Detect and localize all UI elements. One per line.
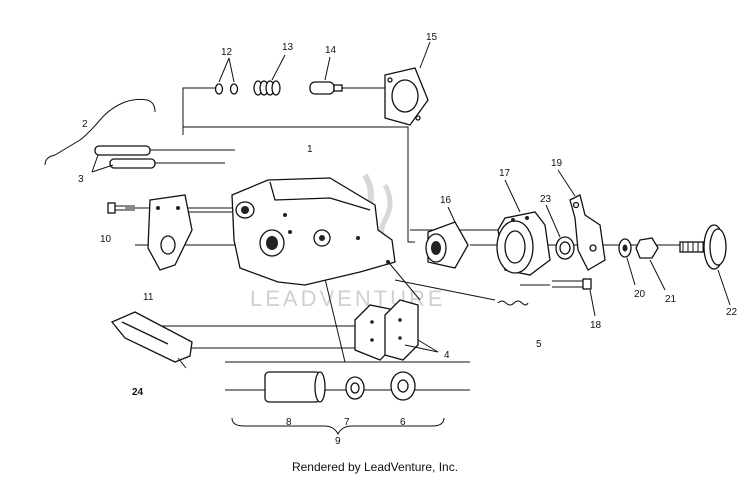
callout-9: 9 xyxy=(335,436,341,447)
callout-2: 2 xyxy=(82,119,88,130)
cam-housing-part-17 xyxy=(496,179,551,276)
washer-part-7 xyxy=(345,376,365,400)
callout-8: 8 xyxy=(286,417,292,428)
callout-6: 6 xyxy=(400,417,406,428)
callout-15: 15 xyxy=(426,32,438,43)
plate-part-11 xyxy=(147,194,193,271)
callout-1: 1 xyxy=(307,144,313,155)
callout-17: 17 xyxy=(499,168,511,179)
callout-7: 7 xyxy=(344,417,350,428)
pins-part-3 xyxy=(91,145,156,173)
bushing-part-16 xyxy=(425,206,469,269)
callout-4: 4 xyxy=(444,350,450,361)
callout-16: 16 xyxy=(440,195,452,206)
callout-20: 20 xyxy=(634,289,646,300)
nut-part-21 xyxy=(635,237,666,291)
callout-24: 24 xyxy=(132,387,144,398)
callout-21: 21 xyxy=(665,294,677,305)
blocks-part-4 xyxy=(354,299,439,361)
callout-14: 14 xyxy=(325,45,337,56)
callout-22: 22 xyxy=(726,307,738,318)
clip-part-5 xyxy=(497,300,529,306)
washer-part-23 xyxy=(545,204,575,260)
plunger-part-14 xyxy=(309,56,343,95)
bracket-part-24 xyxy=(110,311,193,369)
gasket-part-15 xyxy=(384,41,431,126)
lever-part-19 xyxy=(557,169,606,271)
brace-part-2 xyxy=(44,98,156,166)
callout-11: 11 xyxy=(143,292,154,303)
bolt-part-18 xyxy=(552,278,596,317)
callout-5: 5 xyxy=(536,339,542,350)
callout-10: 10 xyxy=(100,234,112,245)
washer-part-20 xyxy=(618,238,636,286)
callout-23: 23 xyxy=(540,194,552,205)
callout-13: 13 xyxy=(282,42,294,53)
brace-part-9 xyxy=(231,417,445,436)
adjuster-part-22 xyxy=(679,224,731,306)
callout-12: 12 xyxy=(221,47,233,58)
spring-part-13 xyxy=(253,54,286,96)
footer-credit: Rendered by LeadVenture, Inc. xyxy=(291,460,459,474)
roller-part-8 xyxy=(264,371,326,403)
housing-part-1 xyxy=(231,177,396,286)
washer-part-6 xyxy=(390,371,416,401)
callout-labels: 1 2 3 4 5 6 7 8 9 10 11 12 13 14 15 16 1… xyxy=(78,32,738,447)
callout-3: 3 xyxy=(78,174,84,185)
bolt-part-10 xyxy=(107,202,135,214)
callout-19: 19 xyxy=(551,158,563,169)
callout-18: 18 xyxy=(590,320,602,331)
orings-part-12 xyxy=(214,57,239,95)
